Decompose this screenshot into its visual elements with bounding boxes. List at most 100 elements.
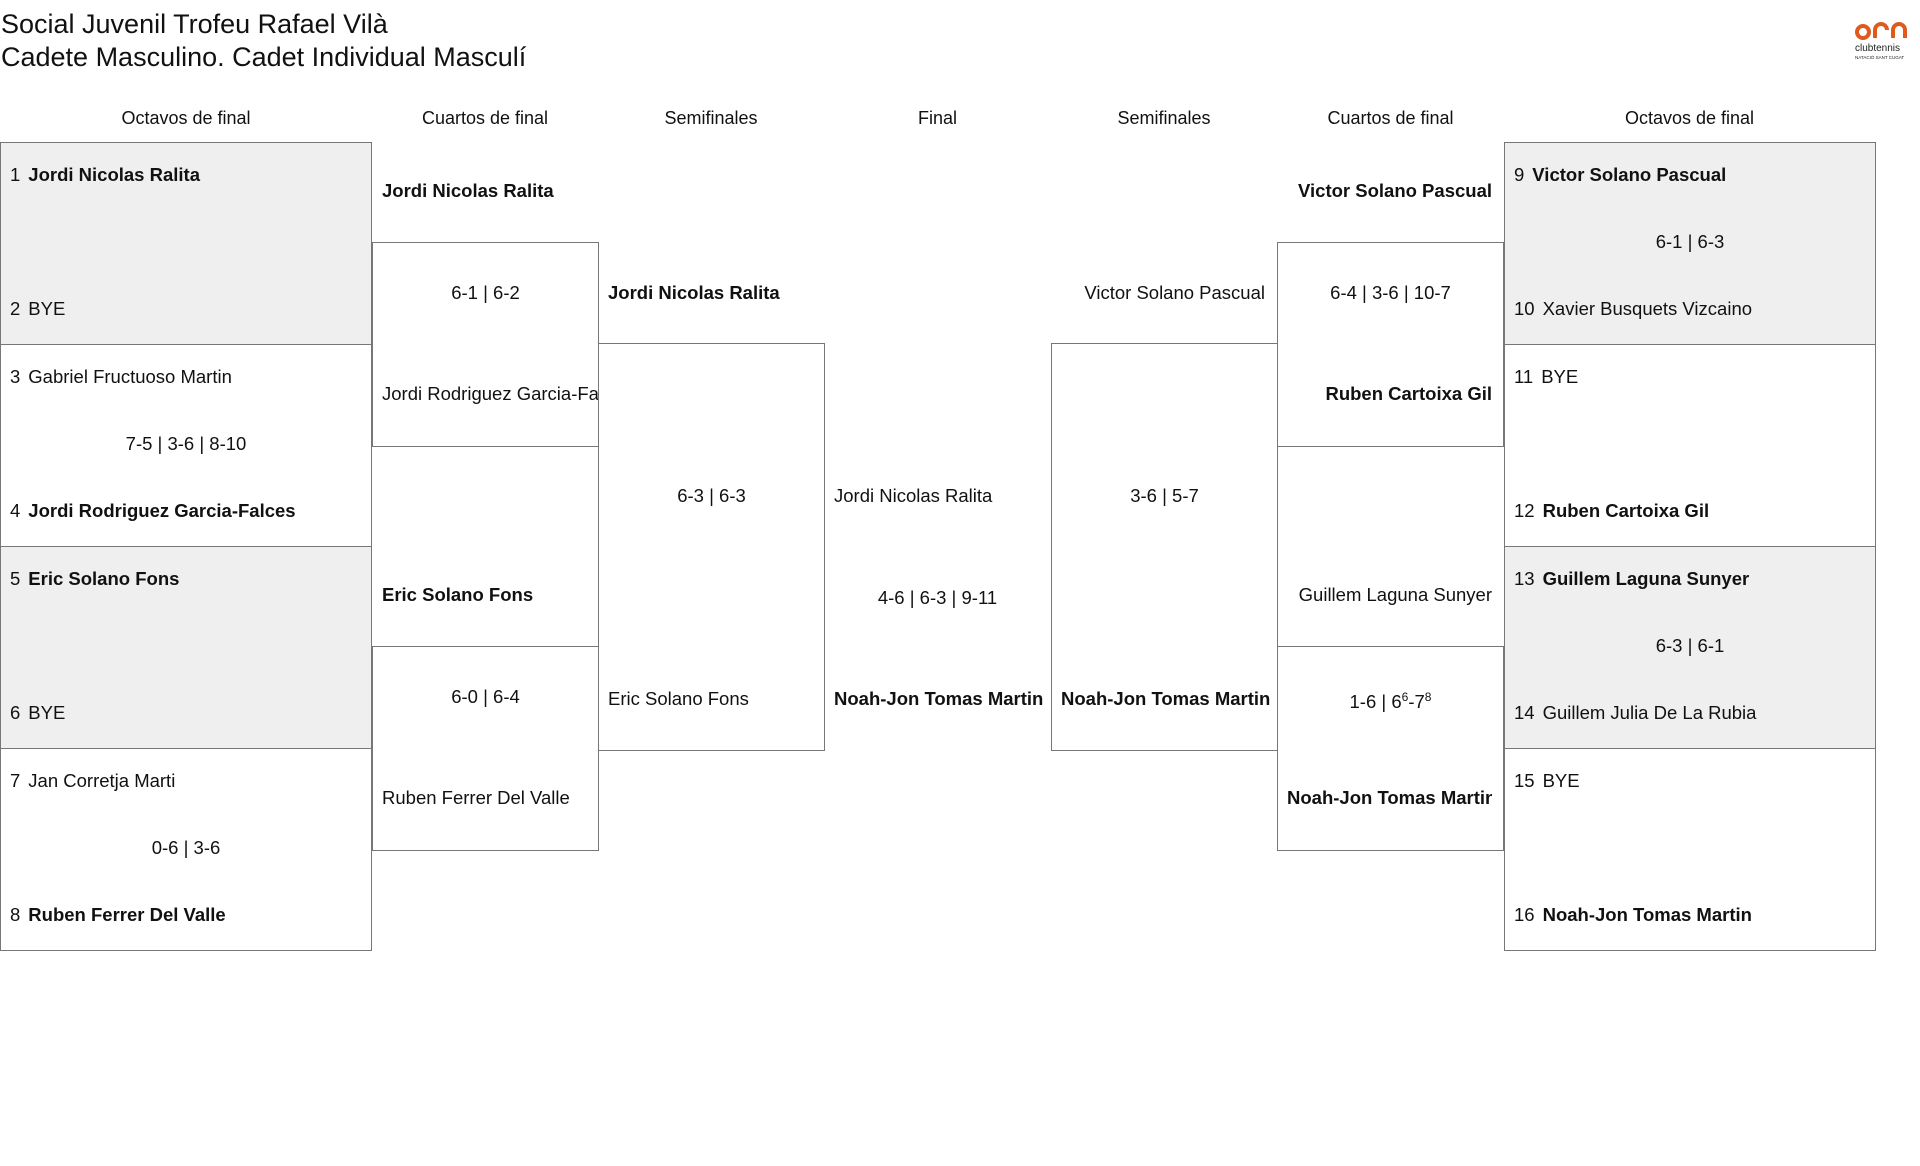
match-box: [1051, 343, 1278, 751]
player-entry[interactable]: 8 Ruben Ferrer Del Valle: [10, 903, 365, 927]
final-score: 4-6 | 6-3 | 9-11: [877, 587, 998, 608]
seed-number: 3: [10, 366, 21, 387]
player-name: BYE: [28, 298, 66, 319]
match-box: [372, 242, 599, 447]
player-name: Victor Solano Pascual: [1532, 164, 1727, 185]
player-name: Jordi Rodriguez Garcia-Falces: [28, 500, 296, 521]
match-box: [0, 748, 372, 951]
seed-number: 13: [1514, 568, 1535, 589]
seed-number: 14: [1514, 702, 1535, 723]
player-entry[interactable]: 12 Ruben Cartoixa Gil: [1514, 499, 1869, 523]
player-entry[interactable]: 5 Eric Solano Fons: [10, 567, 365, 591]
seed-number: 7: [10, 770, 21, 791]
logo-subtext: NATACIÓ SANT CUGAT: [1855, 54, 1904, 60]
player-name[interactable]: Eric Solano Fons: [608, 688, 749, 709]
player-name: Xavier Busquets Vizcaino: [1542, 298, 1753, 319]
player-name: Ruben Cartoixa Gil: [1542, 500, 1710, 521]
player-name[interactable]: Ruben Ferrer Del Valle: [382, 787, 570, 808]
round-header: Semifinales: [1117, 108, 1211, 128]
logo-text: clubtennis: [1855, 43, 1900, 54]
player-name: Guillem Julia De La Rubia: [1542, 702, 1757, 723]
club-logo: clubtennis NATACIÓ SANT CUGAT: [1855, 22, 1907, 60]
seed-number: 2: [10, 298, 21, 319]
match-box: [1504, 748, 1876, 951]
player-entry[interactable]: 1 Jordi Nicolas Ralita: [10, 163, 365, 187]
match-score: 6-3 | 6-3: [677, 485, 746, 506]
seed-number: 11: [1514, 366, 1534, 387]
seed-number: 10: [1514, 298, 1535, 319]
score-part: 6: [1401, 690, 1409, 704]
match-box: [598, 343, 825, 751]
seed-number: 15: [1514, 770, 1535, 791]
player-name: Eric Solano Fons: [28, 568, 180, 589]
player-entry[interactable]: 9 Victor Solano Pascual: [1514, 163, 1869, 187]
seed-number: 9: [1514, 164, 1525, 185]
seed-number: 16: [1514, 904, 1535, 925]
player-name: BYE: [1542, 770, 1580, 791]
player-name: Gabriel Fructuoso Martin: [28, 366, 232, 387]
round-header: Semifinales: [664, 108, 758, 128]
round-header: Octavos de final: [1624, 108, 1755, 128]
seed-number: 6: [10, 702, 21, 723]
match-score: 6-1 | 6-2: [451, 282, 520, 303]
match-score: 6-3 | 6-1: [1655, 635, 1725, 656]
player-name[interactable]: Guillem Laguna Sunyer: [1298, 584, 1492, 605]
score-part: 1-6 | 6: [1349, 691, 1402, 713]
player-entry[interactable]: 6 BYE: [10, 701, 365, 725]
player-name[interactable]: Jordi Rodriguez Garcia-Falces: [382, 383, 598, 404]
round-header: Cuartos de final: [1327, 108, 1454, 128]
seed-number: 8: [10, 904, 21, 925]
match-box: [0, 546, 372, 749]
seed-number: 5: [10, 568, 21, 589]
round-header: Octavos de final: [121, 108, 251, 128]
player-entry[interactable]: 13 Guillem Laguna Sunyer: [1514, 567, 1869, 591]
score-part: 8: [1424, 690, 1432, 704]
player-name[interactable]: Noah-Jon Tomas Martin: [1061, 688, 1271, 709]
seed-number: 1: [10, 164, 21, 185]
match-score: 7-5 | 3-6 | 8-10: [125, 433, 247, 454]
player-name[interactable]: Jordi Nicolas Ralita: [608, 282, 780, 303]
player-entry[interactable]: 16 Noah-Jon Tomas Martin: [1514, 903, 1869, 927]
player-name: BYE: [28, 702, 66, 723]
round-header: Final: [917, 108, 957, 128]
player-name[interactable]: Eric Solano Fons: [382, 584, 534, 605]
player-entry[interactable]: 3 Gabriel Fructuoso Martin: [10, 365, 365, 389]
player-entry[interactable]: 2 BYE: [10, 297, 365, 321]
match-box: [1504, 142, 1876, 345]
player-name: Noah-Jon Tomas Martin: [1542, 904, 1752, 925]
match-score: 3-6 | 5-7: [1130, 485, 1199, 506]
player-name: Jordi Nicolas Ralita: [28, 164, 200, 185]
player-entry[interactable]: 15 BYE: [1514, 769, 1869, 793]
match-box: [1277, 242, 1504, 447]
player-entry[interactable]: 11 BYE: [1514, 365, 1869, 389]
player-entry[interactable]: 7 Jan Corretja Marti: [10, 769, 365, 793]
match-box: [1504, 546, 1876, 749]
match-score: 6-4 | 3-6 | 10-7: [1330, 282, 1451, 303]
final-player-name[interactable]: Noah-Jon Tomas Martin: [834, 688, 1044, 709]
final-player-name[interactable]: Jordi Nicolas Ralita: [834, 485, 993, 506]
player-name: Jan Corretja Marti: [28, 770, 176, 791]
player-entry[interactable]: 10 Xavier Busquets Vizcaino: [1514, 297, 1869, 321]
player-name: Ruben Ferrer Del Valle: [28, 904, 226, 925]
player-name[interactable]: Victor Solano Pascual: [1298, 180, 1492, 201]
player-entry[interactable]: 14 Guillem Julia De La Rubia: [1514, 701, 1869, 725]
player-name[interactable]: Jordi Nicolas Ralita: [382, 180, 554, 201]
seed-number: 4: [10, 500, 21, 521]
match-box: [372, 646, 599, 851]
player-name: BYE: [1541, 366, 1579, 387]
match-score: 1-6 | 66-78: [1277, 685, 1504, 714]
score-part: -7: [1408, 691, 1425, 713]
match-box: [0, 142, 372, 345]
match-score: 0-6 | 3-6: [151, 837, 221, 858]
player-name[interactable]: Victor Solano Pascual: [1084, 282, 1265, 303]
player-name[interactable]: Noah-Jon Tomas Martin: [1287, 787, 1492, 808]
player-name[interactable]: Ruben Cartoixa Gil: [1325, 383, 1492, 404]
draw-title: Cadete Masculino. Cadet Individual Mascu…: [1, 42, 527, 72]
tournament-title: Social Juvenil Trofeu Rafael Vilà: [1, 9, 388, 39]
player-entry[interactable]: 4 Jordi Rodriguez Garcia-Falces: [10, 499, 365, 523]
match-score: 6-1 | 6-3: [1655, 231, 1725, 252]
player-name: Guillem Laguna Sunyer: [1542, 568, 1750, 589]
match-score: 6-0 | 6-4: [451, 686, 520, 707]
match-box: [1277, 646, 1504, 851]
seed-number: 12: [1514, 500, 1535, 521]
